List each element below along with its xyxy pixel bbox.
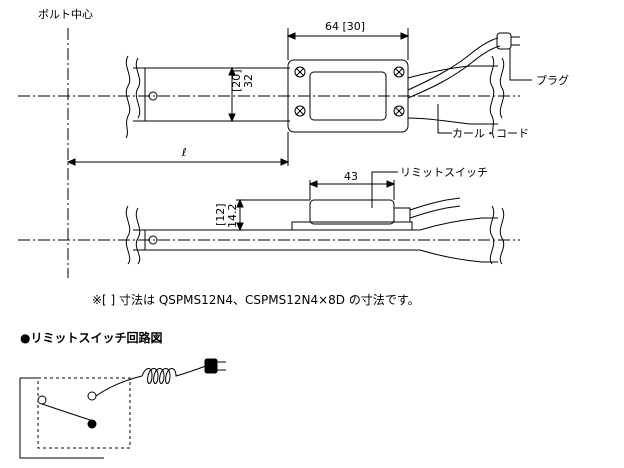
bolt-center-label: ボルト中心 (38, 8, 93, 21)
dim-12-label: [12] (214, 203, 227, 226)
dim-43-label: 43 (344, 170, 358, 183)
circuit-diagram (19, 358, 226, 459)
dimension-note: ※[ ] 寸法は QSPMS12N4、CSPMS12N4×8D の寸法です。 (92, 293, 420, 307)
top-left-break (125, 55, 131, 139)
switch-box-top (287, 59, 409, 133)
plug-label: プラグ (536, 73, 569, 87)
switch-body-side (309, 199, 395, 225)
curl-cord-label: カール・コード (452, 127, 529, 140)
dim-l-label: ℓ (181, 146, 187, 159)
curl-cord-top (407, 37, 499, 91)
dim-20-label: [20] (230, 69, 243, 92)
screw-icon (294, 66, 405, 117)
dim-64-label: 64 [30] (325, 20, 365, 33)
dim-142-label: 14.2 (226, 204, 239, 229)
limit-switch-label: リミットスイッチ (400, 166, 488, 179)
plug-icon (496, 32, 520, 50)
circuit-title: ●リミットスイッチ回路図 (20, 330, 162, 345)
coil-icon (141, 365, 207, 384)
dim-32-label: 32 (242, 74, 255, 88)
